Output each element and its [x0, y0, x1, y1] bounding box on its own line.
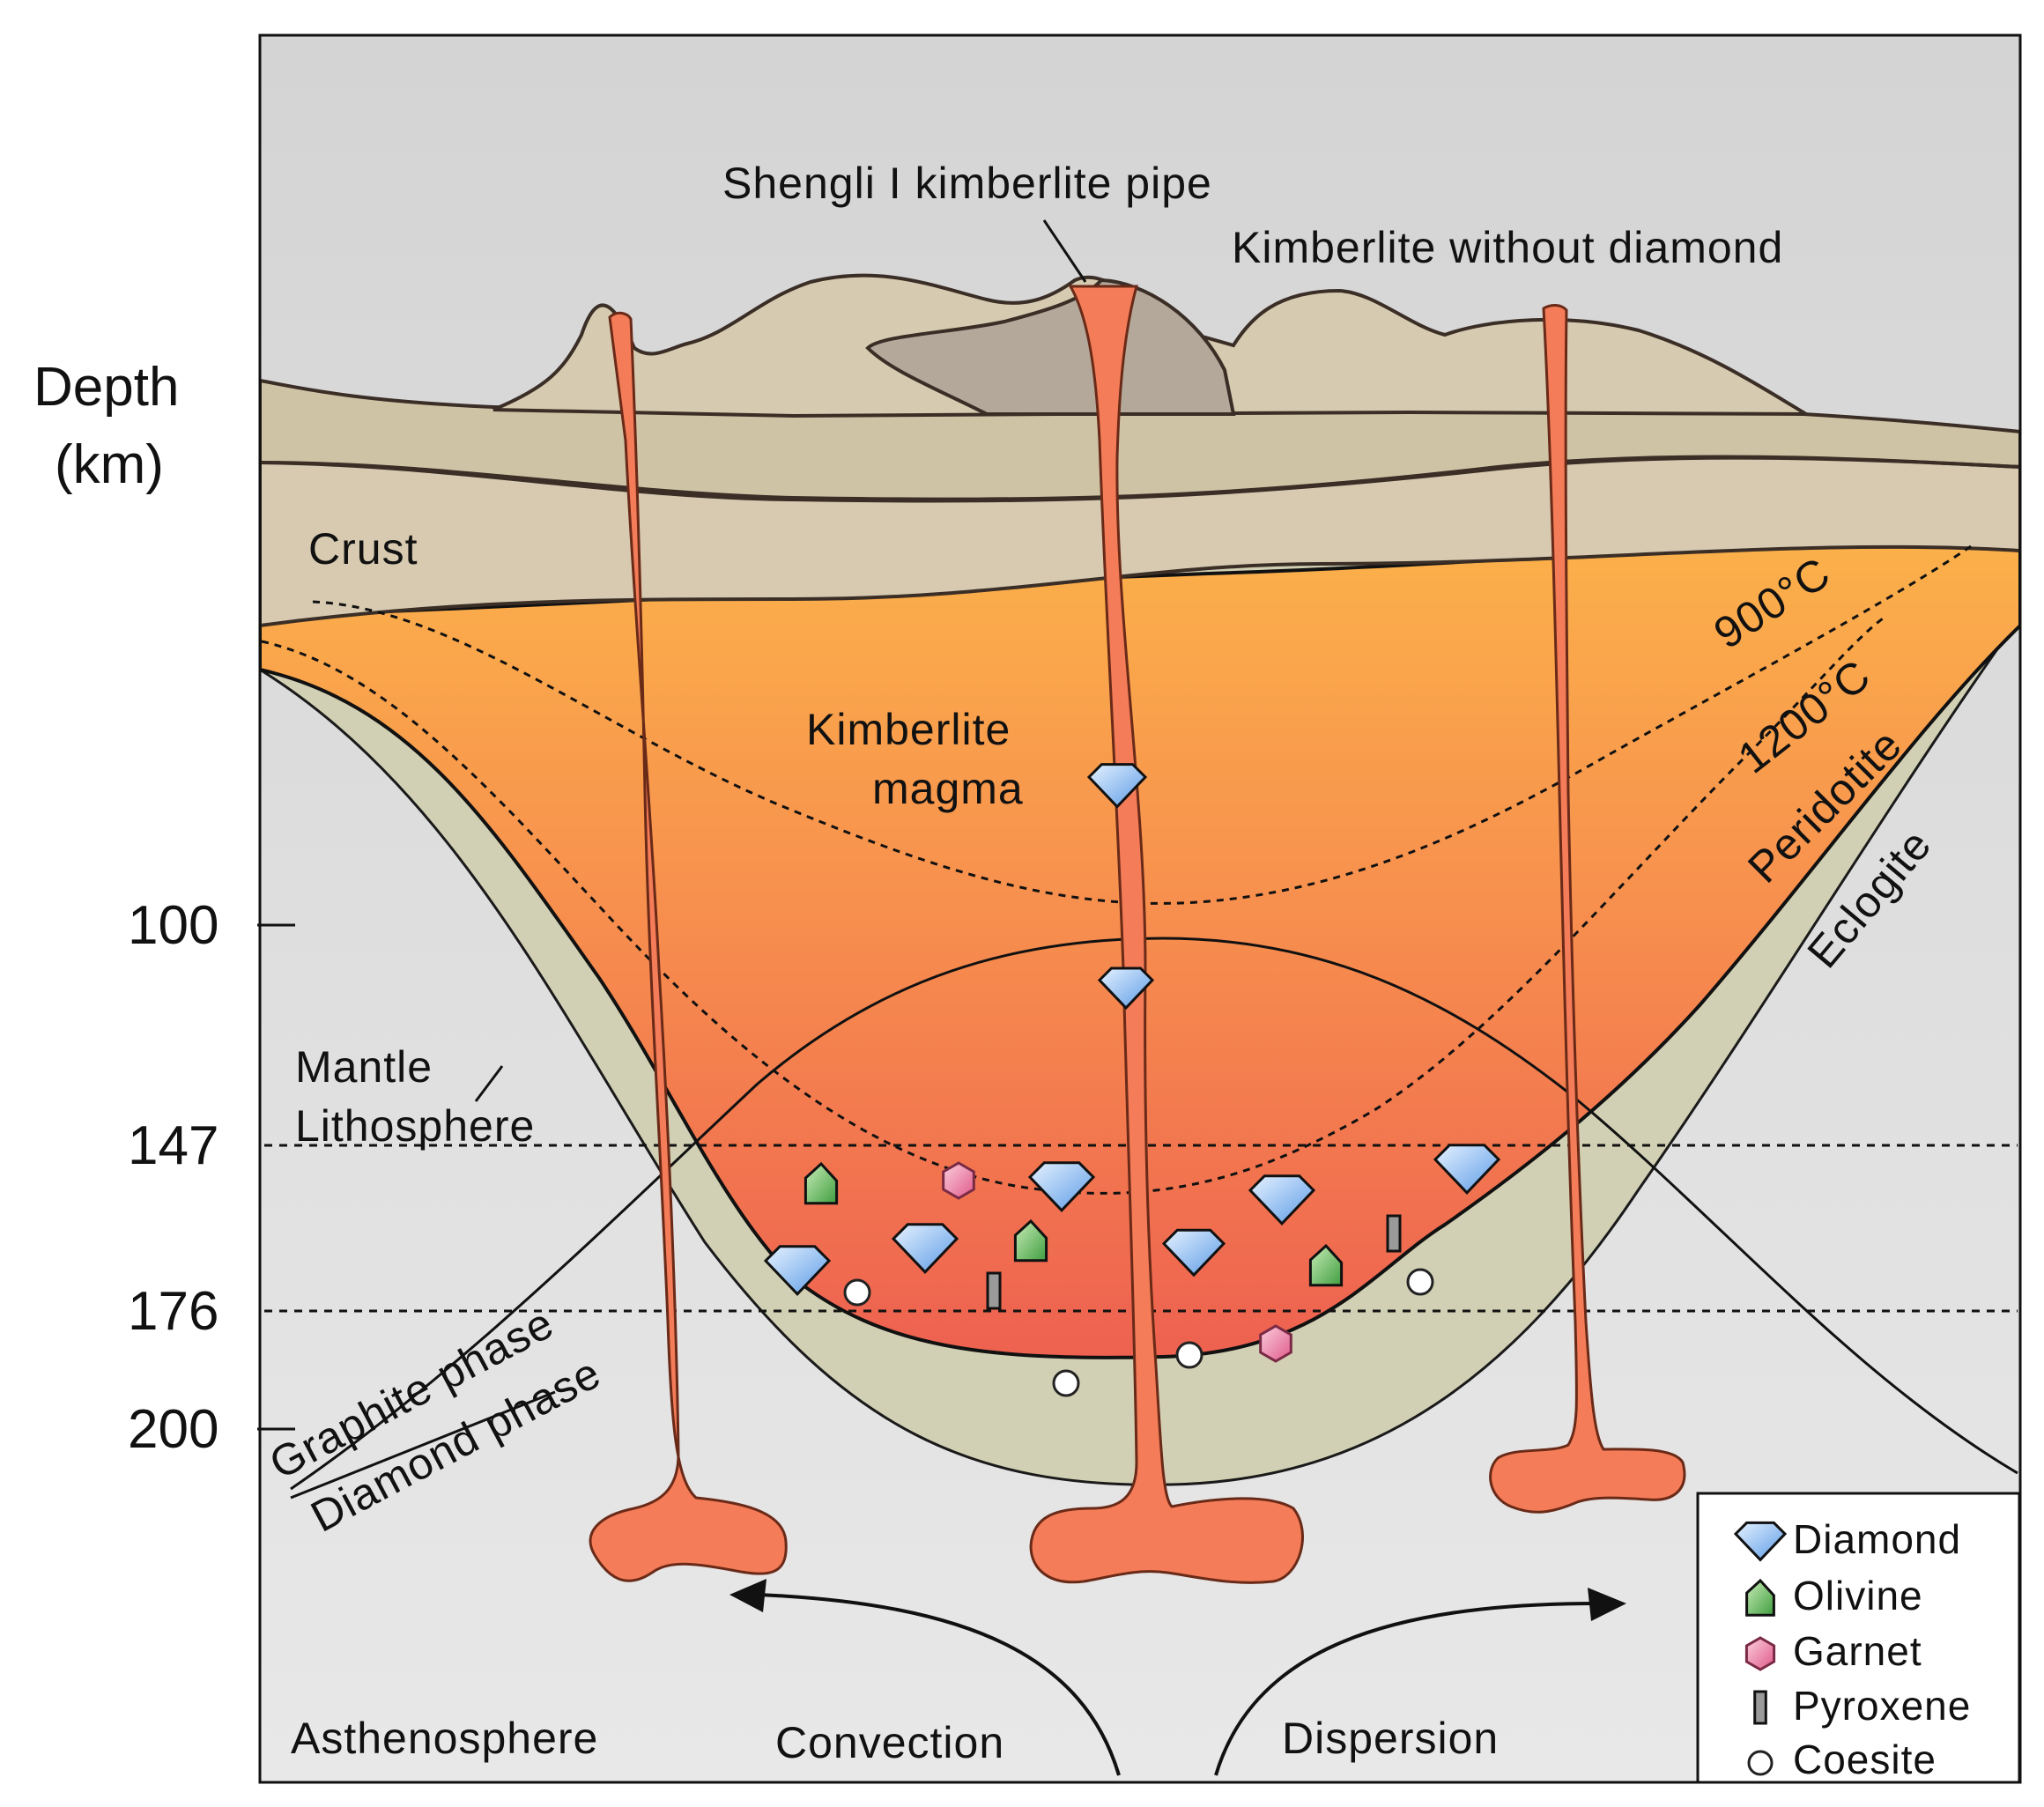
dispersion-arrow-head	[1588, 1588, 1626, 1621]
isotherm-900	[312, 543, 1974, 905]
mineral-inclusions	[763, 763, 1501, 1397]
olivine-icon	[804, 1161, 839, 1205]
label-no-diamond: Kimberlite without diamond	[1232, 223, 1783, 272]
diamond-icon	[1248, 1174, 1316, 1226]
phase-label-divider	[290, 1390, 556, 1500]
label-asthenosphere: Asthenosphere	[291, 1714, 598, 1763]
label-mantle-line1: Mantle	[295, 1042, 433, 1092]
mantle-pointer-line	[474, 1065, 504, 1102]
axis-title-line1: Depth	[33, 357, 179, 418]
isotherm-1200	[261, 615, 1886, 1195]
legend-label-pyroxene: Pyroxene	[1793, 1683, 1971, 1729]
legend-label-garnet: Garnet	[1793, 1628, 1922, 1674]
label-dispersion: Dispersion	[1282, 1714, 1499, 1763]
label-magma-line2: magma	[872, 764, 1024, 813]
convection-arrow-head	[729, 1579, 766, 1612]
olivine-icon	[1013, 1218, 1048, 1263]
diamond-icon	[1086, 763, 1148, 809]
graphite-diamond-phase-boundary	[290, 937, 2018, 1491]
garnet-icon	[1744, 1636, 1776, 1671]
kimberlite-pipe-center	[1029, 285, 1304, 1584]
dispersion-arrow	[1214, 1602, 1596, 1776]
tick-label-200: 200	[128, 1399, 218, 1460]
diamond-icon	[1161, 1228, 1226, 1277]
diamond-icon	[1027, 1161, 1096, 1212]
legend-label-olivine: Olivine	[1793, 1573, 1923, 1618]
pipe-pointer-line	[1042, 219, 1087, 283]
label-pipe: Shengli I kimberlite pipe	[722, 159, 1212, 208]
diamond-icon	[1433, 1144, 1501, 1195]
axis-title-line2: (km)	[55, 434, 164, 495]
pyroxene-icon	[1753, 1690, 1767, 1725]
kimberlite-pipe-right	[1489, 304, 1686, 1514]
garnet-icon	[1259, 1324, 1292, 1363]
legend-label-coesite: Coesite	[1793, 1737, 1937, 1782]
diamond-icon	[763, 1245, 832, 1296]
coesite-icon	[1406, 1268, 1434, 1296]
dark-mountain	[865, 278, 1236, 416]
legend-label-diamond: Diamond	[1793, 1516, 1961, 1562]
label-magma-line1: Kimberlite	[806, 705, 1011, 754]
coesite-icon	[1052, 1369, 1080, 1397]
label-convection: Convection	[775, 1718, 1004, 1767]
tick-label-100: 100	[128, 895, 218, 956]
diamond-icon	[891, 1223, 959, 1274]
tick-label-147: 147	[128, 1115, 218, 1176]
pyroxene-icon	[1386, 1214, 1402, 1253]
garnet-icon	[942, 1161, 975, 1200]
diamond-icon	[1097, 966, 1155, 1011]
olivine-icon	[1308, 1243, 1344, 1287]
kimberlite-pipe-left	[589, 311, 788, 1582]
diamond-icon	[1733, 1521, 1788, 1562]
coesite-icon	[1747, 1750, 1774, 1776]
label-crust: Crust	[308, 524, 418, 574]
convection-arrow	[757, 1593, 1121, 1776]
legend: Diamond Olivine Garnet Pyroxene Coesite	[1696, 1492, 2021, 1784]
label-mantle-line2: Lithosphere	[295, 1101, 535, 1151]
pyroxene-icon	[986, 1271, 1002, 1310]
tick-label-176: 176	[128, 1281, 218, 1342]
diagram-frame	[258, 33, 2022, 1784]
olivine-icon	[1745, 1578, 1775, 1617]
coesite-icon	[1175, 1341, 1203, 1369]
coesite-icon	[843, 1278, 871, 1307]
